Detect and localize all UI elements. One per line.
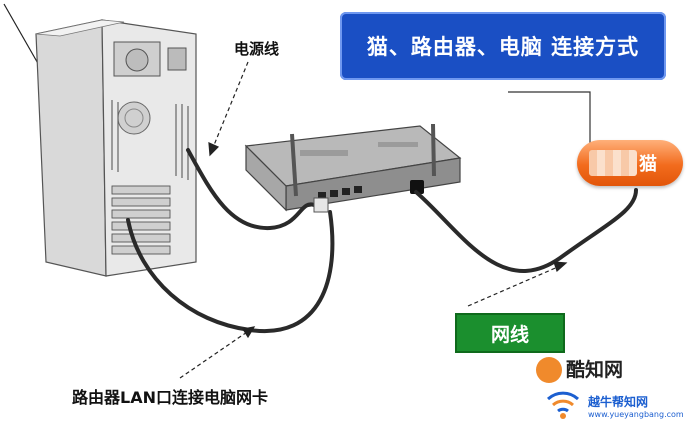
lan-port-label: 路由器LAN口连接电脑网卡 bbox=[72, 388, 268, 407]
ethernet-cable bbox=[414, 188, 638, 273]
modem-badge: 猫 bbox=[577, 140, 683, 186]
modem-connector-line bbox=[508, 91, 591, 148]
brand-logo-icon bbox=[536, 357, 562, 383]
arrow-lan bbox=[179, 326, 256, 379]
lan-plug bbox=[313, 197, 329, 213]
ethernet-label: 网线 bbox=[490, 323, 529, 346]
router bbox=[244, 123, 462, 212]
arrow-ethernet bbox=[467, 261, 568, 307]
power-cable bbox=[186, 148, 316, 231]
watermark-brand-1: 酷知网 bbox=[566, 359, 624, 381]
title-banner: 猫、路由器、电脑 连接方式 bbox=[340, 12, 666, 80]
ethernet-badge: 网线 bbox=[455, 313, 565, 353]
wifi-icon bbox=[546, 391, 580, 419]
power-cable-label: 电源线 bbox=[234, 40, 280, 58]
blurred-region bbox=[589, 150, 637, 176]
diagram-title: 猫、路由器、电脑 连接方式 bbox=[366, 35, 640, 59]
watermark-url: www.yueyangbang.com bbox=[588, 410, 684, 419]
modem-label: 猫 bbox=[639, 154, 657, 175]
watermark-brand-2: 越牛帮知网 bbox=[588, 395, 649, 409]
arrow-power bbox=[208, 61, 249, 157]
watermark: 酷知网 越牛帮知网 www.yueyangbang.com bbox=[530, 355, 692, 429]
computer-tower bbox=[35, 19, 197, 277]
